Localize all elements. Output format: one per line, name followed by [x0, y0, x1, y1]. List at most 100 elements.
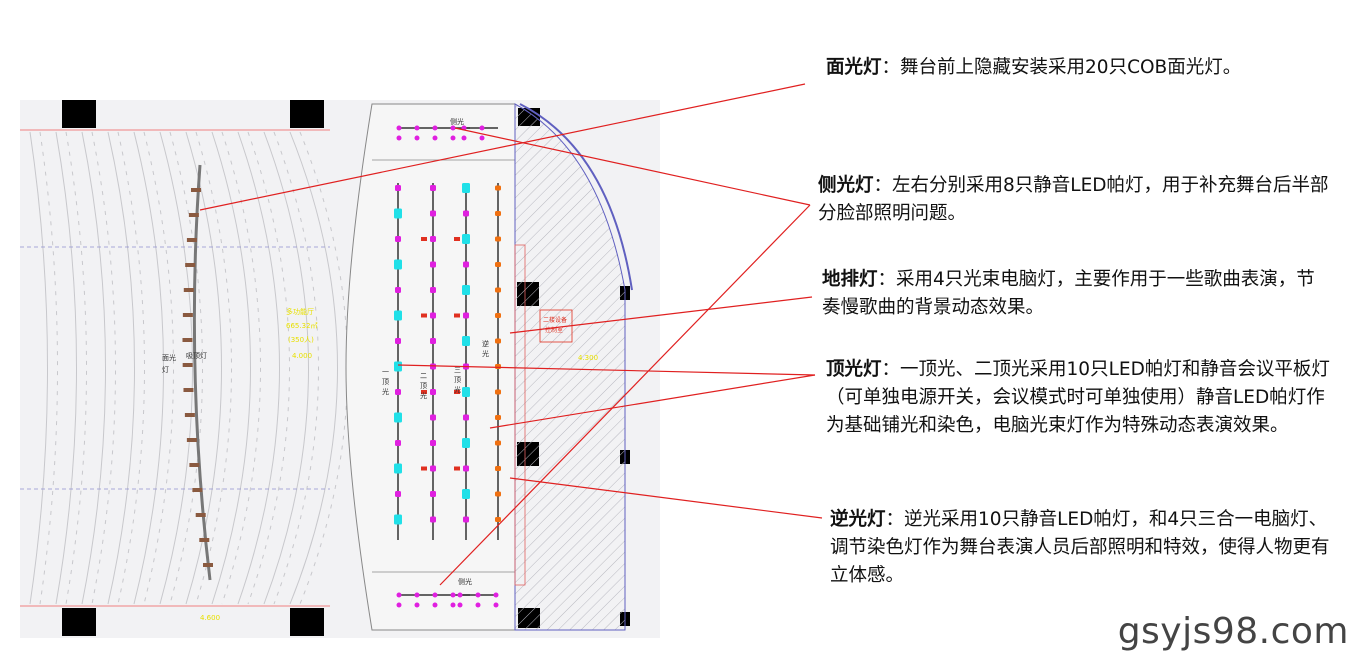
- fixture-dot: [395, 236, 401, 242]
- annotation-sep: ：: [873, 175, 893, 196]
- fixture-dot: [495, 517, 501, 522]
- annotation-side-light: 侧光灯：左右分别采用8只静音LED帕灯，用于补充舞台后半部分脸部照明问题。: [818, 172, 1343, 228]
- fixture-dot: [495, 338, 501, 344]
- fixture-dot: [395, 185, 401, 191]
- fixture-dot: [461, 135, 467, 141]
- control-room-note-1: 二楼设备: [543, 316, 567, 324]
- batten2-label-b: 顶: [420, 382, 427, 390]
- control-room-note-2: 控制室: [545, 326, 563, 334]
- seat-row: [107, 131, 135, 605]
- hall-area-label-2: 665.32㎡: [286, 322, 318, 330]
- fixture-dot: [463, 210, 469, 217]
- fixture-dot: [495, 313, 501, 318]
- pointer-lines: [199, 83, 823, 586]
- annotation-top-light: 顶光灯：一顶光、二顶光采用10只LED帕灯和静音会议平板灯（可单独电源开关，会议…: [826, 356, 1336, 440]
- cyclorama-line: [514, 244, 526, 586]
- fixture-dot: [454, 390, 460, 394]
- face-lights: [182, 188, 213, 567]
- seat-row: [55, 131, 77, 605]
- fixture-dot: [432, 135, 438, 141]
- annotation-face-light: 面光灯：舞台前上隐藏安装采用20只COB面光灯。: [826, 54, 1241, 82]
- fixture-dot: [462, 183, 470, 193]
- fixture-dot: [394, 208, 402, 219]
- annotation-text: 左右分别采用8只静音LED帕灯，用于补充舞台后半部分脸部照明问题。: [818, 175, 1329, 224]
- fixture-dot: [430, 465, 436, 472]
- fixture-dot: [182, 338, 193, 342]
- fixture-dot: [191, 188, 201, 192]
- fixture-dot: [463, 414, 469, 421]
- fixture-dot: [454, 466, 460, 471]
- seat-row: [211, 131, 251, 605]
- fixture-dot: [394, 514, 402, 525]
- annotation-term: 地排灯: [822, 269, 878, 290]
- fixture-dot: [457, 592, 463, 598]
- fixture-dot: [475, 592, 481, 598]
- annotation-sep: ：: [877, 269, 897, 290]
- fixture-dot: [495, 364, 501, 369]
- face-light-label: 面光: [162, 353, 176, 362]
- fixture-dot: [421, 313, 427, 318]
- fixture-dot: [430, 414, 436, 421]
- fixture-dot: [430, 516, 436, 523]
- pointer-top-light-2: [489, 374, 816, 429]
- fixture-dot: [430, 261, 436, 268]
- fixture-dot: [462, 234, 470, 244]
- column: [62, 100, 96, 128]
- pointer-face-light: [199, 83, 806, 211]
- fixture-dot: [182, 313, 193, 317]
- fixture-dot: [475, 602, 481, 608]
- annotation-sep: ：: [881, 359, 901, 380]
- annotation-text: 采用4只光束电脑灯，主要作用于一些歌曲表演，节奏慢歌曲的背景动态效果。: [822, 269, 1315, 318]
- fixture-dot: [479, 125, 485, 131]
- column: [290, 608, 324, 636]
- pointer-side-light-bottom: [439, 204, 811, 586]
- batten1-label-b: 顶: [382, 378, 389, 386]
- fixture-dot: [495, 262, 501, 267]
- batten2-label-c: 光: [420, 391, 427, 400]
- seat-row-seats: [117, 131, 145, 605]
- fixture-dot: [421, 237, 427, 241]
- fixture-dot: [395, 338, 401, 344]
- fixture-dot: [432, 592, 438, 598]
- fixture-dot: [463, 312, 469, 319]
- fixture-dot: [495, 287, 501, 293]
- back-wall-arc: [519, 103, 633, 291]
- fixture-dot: [414, 592, 420, 598]
- seat-row: [29, 131, 48, 605]
- seat-row-seats: [169, 131, 203, 605]
- fixture-dot: [463, 261, 469, 268]
- fixture-dot: [450, 125, 456, 131]
- fixture-dot: [430, 440, 436, 446]
- seat-row: [237, 131, 280, 605]
- fixture-dot: [495, 389, 501, 395]
- hall-area-label-1: 多功能厅: [286, 307, 314, 316]
- fixture-dot: [495, 211, 501, 216]
- fixture-dot: [395, 389, 401, 395]
- seat-row-seats: [195, 131, 232, 605]
- face-light-label-2: 灯: [162, 365, 169, 374]
- fixture-dot: [395, 491, 401, 497]
- side-light-bars: [396, 125, 499, 608]
- fixture-dot: [462, 387, 470, 397]
- fixture-dot: [189, 463, 200, 467]
- seat-row: [263, 131, 309, 605]
- fixture-dot: [450, 135, 456, 141]
- annotation-term: 逆光灯: [830, 509, 886, 530]
- seat-row: [159, 131, 193, 605]
- annotation-floor-light: 地排灯：采用4只光束电脑灯，主要作用于一些歌曲表演，节奏慢歌曲的背景动态效果。: [822, 266, 1332, 322]
- fixture-dot: [203, 563, 213, 567]
- fixture-dot: [430, 338, 436, 344]
- fixture-dot: [462, 336, 470, 346]
- pointer-top-light-1: [397, 364, 816, 376]
- fixture-dot: [462, 285, 470, 295]
- fixture-dot: [493, 592, 499, 598]
- fixture-dot: [199, 538, 210, 542]
- fixture-dot: [454, 313, 460, 318]
- fixture-dot: [414, 135, 420, 141]
- hall-area-label-3: (350人): [288, 336, 314, 344]
- fixture-dot: [396, 135, 402, 141]
- annotation-term: 侧光灯: [818, 175, 874, 196]
- fixture-dot: [495, 466, 501, 471]
- seat-row-seats: [143, 131, 174, 605]
